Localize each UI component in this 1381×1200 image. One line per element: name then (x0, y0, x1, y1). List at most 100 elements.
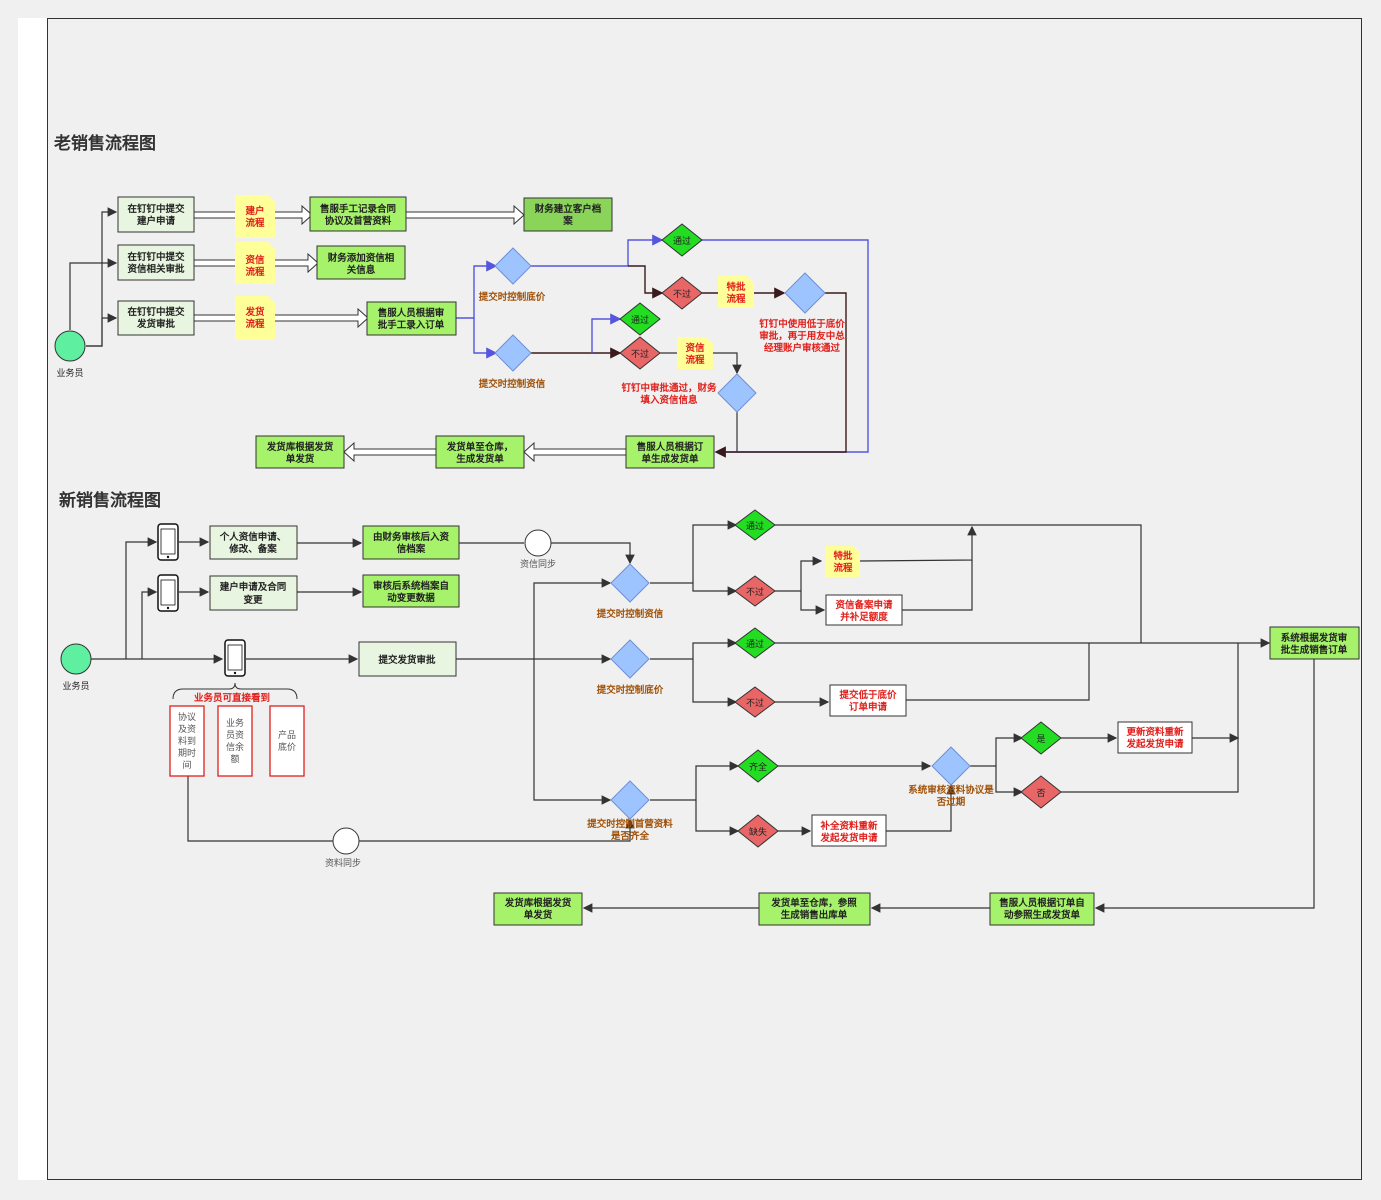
svg-text:关信息: 关信息 (347, 264, 376, 276)
swimlane-strip (18, 18, 48, 1180)
svg-text:钉钉中使用低于底价: 钉钉中使用低于底价 (759, 318, 845, 330)
decision-docs-new-label: 提交时控制首营资料 (587, 818, 673, 830)
svg-text:单生成发货单: 单生成发货单 (641, 453, 699, 465)
old-flow-title: 老销售流程图 (53, 133, 156, 154)
new-box-finance-archive: 由财务审核后入资 信档案 (362, 525, 460, 560)
sync-circle-icon (332, 827, 360, 855)
new-pass-b: 通过 (734, 627, 776, 659)
old-box-finance-credit: 财务添加资信相 关信息 (316, 245, 406, 280)
svg-text:信档案: 信档案 (397, 543, 426, 555)
svg-text:是: 是 (1036, 734, 1045, 745)
svg-text:建户申请及合同: 建户申请及合同 (219, 581, 287, 593)
old-note-special: 特批 流程 (718, 276, 754, 308)
note-credit-flow: 资信 流程 (235, 242, 275, 284)
svg-text:提交低于底价: 提交低于底价 (839, 689, 897, 701)
old-pass-1: 通过 (661, 223, 703, 257)
svg-text:不过: 不过 (746, 697, 764, 709)
old-box-ship: 发货库根据发货 单发货 (255, 435, 345, 469)
svg-text:不过: 不过 (746, 586, 764, 598)
old-box-open-account: 在钉钉中提交 建户申请 (117, 196, 195, 233)
svg-text:在钉钉中提交: 在钉钉中提交 (127, 306, 185, 318)
svg-text:流程: 流程 (245, 217, 265, 229)
svg-text:售服人员根据订单自: 售服人员根据订单自 (999, 897, 1085, 909)
svg-text:员资: 员资 (226, 730, 244, 741)
svg-text:由财务审核后入资: 由财务审核后入资 (373, 531, 450, 543)
start-circle-icon (60, 643, 92, 675)
decision-price-old-label: 提交时控制底价 (479, 291, 546, 303)
old-box-manual-contract: 售服手工记录合同 协议及首营资料 (309, 196, 407, 232)
svg-text:通过: 通过 (631, 314, 649, 326)
new-yes: 是 (1020, 721, 1062, 755)
svg-text:协议及首营资料: 协议及首营资料 (325, 215, 392, 227)
svg-text:审批，再于用友中总: 审批，再于用友中总 (759, 330, 845, 342)
svg-text:审核后系统档案自: 审核后系统档案自 (373, 580, 449, 592)
svg-text:通过: 通过 (746, 520, 764, 532)
svg-text:缺失: 缺失 (749, 826, 767, 838)
new-red-box-price: 提交低于底价 订单申请 (829, 684, 907, 717)
svg-text:料到: 料到 (178, 735, 196, 747)
svg-text:财务建立客户档: 财务建立客户档 (534, 203, 602, 215)
svg-text:流程: 流程 (726, 293, 746, 305)
svg-text:通过: 通过 (673, 235, 691, 247)
visible-box-contract-expiry: 协议 及资 料到 期时 间 (169, 705, 205, 777)
svg-text:提交发货审批: 提交发货审批 (378, 654, 436, 666)
visible-label: 业务员可直接看到 (194, 692, 270, 704)
new-note-special: 特批 流程 (825, 546, 860, 577)
svg-text:及资: 及资 (178, 724, 196, 735)
new-docs-full: 齐全 (737, 749, 779, 783)
svg-text:产品: 产品 (278, 729, 296, 741)
decision-docs-new (610, 780, 650, 820)
svg-text:个人资信申请、: 个人资信申请、 (219, 531, 287, 543)
svg-text:发货: 发货 (244, 306, 265, 318)
svg-text:流程: 流程 (685, 354, 705, 366)
svg-text:资信: 资信 (685, 342, 705, 354)
old-box-manual-order: 售服人员根据审 批手工录入订单 (366, 301, 457, 336)
svg-text:建户: 建户 (244, 205, 264, 217)
old-fail-1: 不过 (661, 276, 703, 310)
svg-text:不过: 不过 (673, 288, 691, 300)
old-note-credit: 资信 流程 (677, 337, 713, 369)
visible-brace (172, 682, 298, 700)
phone-icon (224, 639, 246, 677)
svg-text:底价: 底价 (278, 741, 296, 753)
old-actor-label: 业务员 (56, 367, 83, 379)
svg-text:更新资料重新: 更新资料重新 (1126, 726, 1184, 738)
svg-text:流程: 流程 (245, 266, 265, 278)
svg-text:售服人员根据审: 售服人员根据审 (378, 307, 445, 319)
decision-price-new-label: 提交时控制底价 (597, 684, 664, 696)
old-box-warehouse: 发货单至仓库， 生成发货单 (435, 435, 525, 469)
old-box-credit-approval: 在钉钉中提交 资信相关审批 (117, 244, 195, 281)
decision-credit-old (494, 334, 532, 372)
svg-text:发货单至仓库，: 发货单至仓库， (446, 441, 514, 453)
new-fail-b: 不过 (734, 686, 776, 718)
svg-text:在钉钉中提交: 在钉钉中提交 (127, 251, 185, 263)
old-pass-2: 通过 (619, 302, 661, 336)
svg-text:发货库根据发货: 发货库根据发货 (266, 441, 334, 453)
svg-text:钉钉中审批通过，财务: 钉钉中审批通过，财务 (621, 382, 717, 394)
note-ship-flow: 发货 流程 (235, 296, 275, 340)
new-box-auto-shipping: 售服人员根据订单自 动参照生成发货单 (989, 892, 1095, 926)
old-decision-special (784, 272, 826, 314)
new-red-box-update: 更新资料重新 发起发货申请 (1117, 721, 1193, 754)
new-box-ship-submit: 提交发货审批 (358, 641, 457, 677)
svg-text:额: 额 (230, 753, 239, 765)
old-red-note-2: 钉钉中审批通过，财务 填入资信信息 (621, 382, 717, 406)
svg-text:发货单至仓库，参照: 发货单至仓库，参照 (770, 897, 857, 909)
svg-text:售服手工记录合同: 售服手工记录合同 (320, 203, 396, 215)
svg-text:特批: 特批 (833, 550, 853, 562)
visible-box-credit-balance: 业务 员资 信余 额 (217, 705, 253, 777)
new-box-credit-apply: 个人资信申请、 修改、备案 (209, 525, 298, 560)
old-box-ship-approval: 在钉钉中提交 发货审批 (117, 300, 195, 336)
svg-text:特批: 特批 (726, 281, 746, 293)
old-decision-credit-approve (717, 373, 757, 413)
old-connectors (69, 207, 869, 458)
svg-text:单发货: 单发货 (524, 909, 553, 921)
old-fail-2: 不过 (619, 336, 661, 370)
svg-text:流程: 流程 (245, 318, 265, 330)
old-box-finance-archive: 财务建立客户档 案 (523, 197, 613, 232)
decision-price-old (494, 247, 532, 285)
svg-text:发起发货申请: 发起发货申请 (1125, 738, 1184, 750)
sync-circle-icon (524, 529, 552, 557)
visible-box-product-price: 产品 底价 (269, 705, 305, 777)
decision-price-new (610, 639, 650, 679)
